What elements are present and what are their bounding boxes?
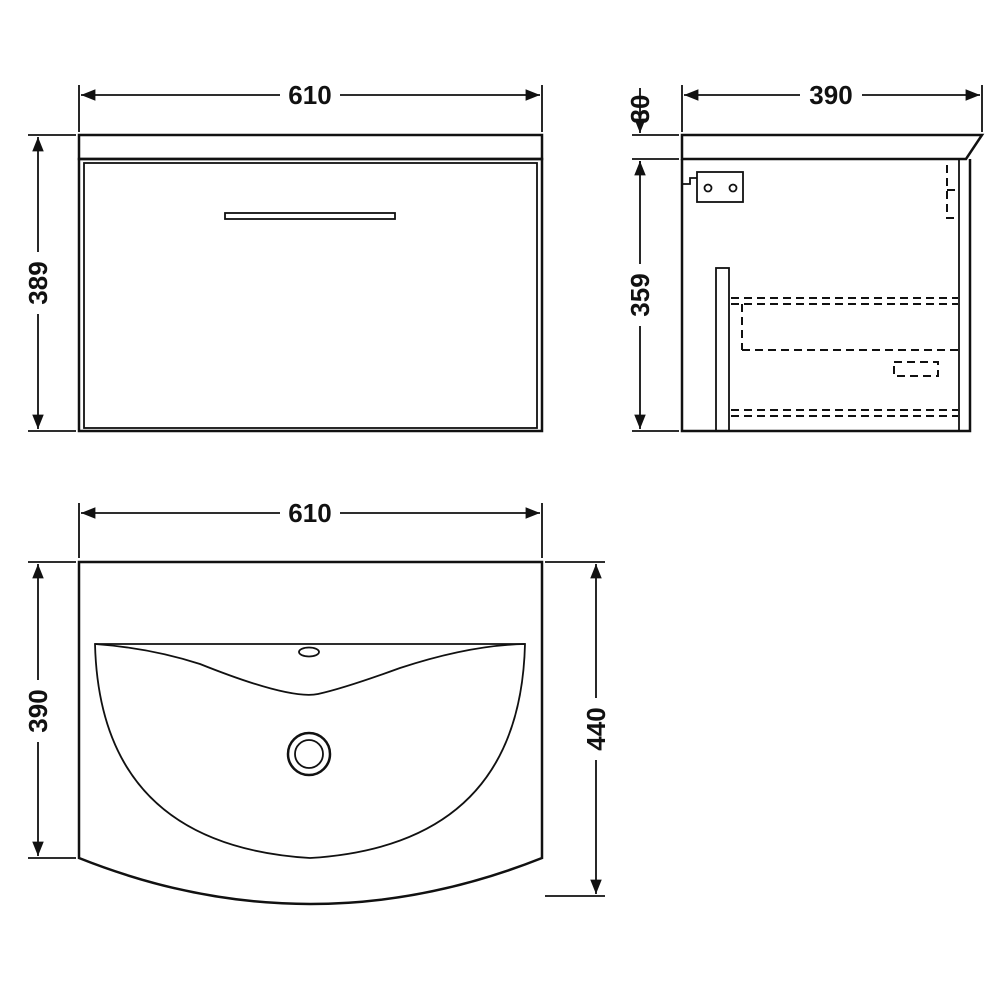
waste-inner (294, 739, 324, 769)
basin-depth-side-label: 390 (23, 689, 53, 732)
basin-plan-view: 610 390 440 (23, 498, 611, 906)
side-depth-label: 390 (809, 80, 852, 110)
basin-depth-center-label: 440 (581, 707, 611, 750)
side-worktop (680, 133, 985, 161)
front-view: 610 389 (23, 80, 544, 433)
front-height-label: 389 (23, 261, 53, 304)
front-width-label: 610 (288, 80, 331, 110)
drawer-front-side (715, 267, 730, 432)
tap-hole (298, 646, 320, 658)
waste-outer (286, 731, 332, 777)
side-view: 390 30 359 (625, 80, 985, 433)
basin-bowl (94, 643, 526, 859)
basin-outline (77, 560, 544, 906)
side-cabinet (680, 159, 972, 433)
side-cabinet-height-label: 359 (625, 273, 655, 316)
wall-bracket (682, 165, 958, 219)
front-cabinet (77, 157, 544, 433)
basin-width-label: 610 (288, 498, 331, 528)
side-top-thickness-label: 30 (625, 95, 655, 124)
drawer-handle (224, 212, 396, 220)
drawer-hidden (715, 267, 958, 432)
basin-back-shelf (94, 643, 526, 696)
drawer-front (83, 162, 538, 429)
front-worktop (77, 133, 544, 161)
